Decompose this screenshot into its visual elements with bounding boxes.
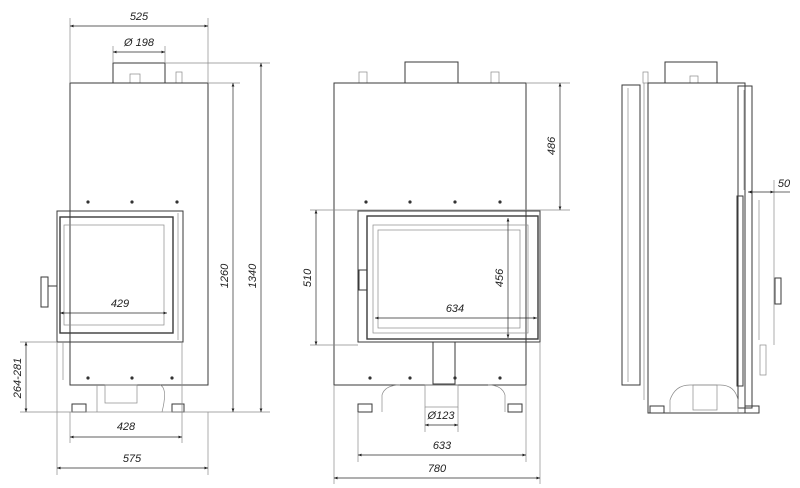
dim-base-width: 428 — [117, 421, 136, 433]
dim-total-width: 575 — [123, 453, 142, 465]
door-handle — [774, 277, 782, 305]
door-handle — [40, 276, 49, 308]
body-outline — [647, 82, 746, 414]
door-frame — [357, 210, 541, 343]
right-side-view: 50 — [621, 61, 791, 414]
dim-glass-width: 429 — [111, 298, 129, 310]
door-handle — [358, 269, 368, 291]
dim-upper-height: 486 — [546, 136, 558, 155]
dim-door-height: 510 — [302, 268, 314, 287]
dim-glass-width: 634 — [446, 303, 464, 315]
dim-total-width: 780 — [428, 463, 447, 475]
body-outline — [333, 82, 527, 386]
dim-glass-height: 456 — [494, 268, 506, 287]
air-inlet — [432, 341, 456, 385]
left-front-view: 525 Ø 198 1260 1340 429 264-281 428 575 — [12, 11, 270, 475]
dim-air-inlet-diameter: Ø123 — [427, 410, 456, 422]
dim-door-sill-height: 264-281 — [12, 358, 24, 399]
door-frame — [56, 210, 184, 343]
dim-flue-diameter: Ø 198 — [123, 37, 155, 49]
dim-offset: 50 — [778, 178, 791, 190]
flue-collar — [664, 61, 718, 84]
body-outline — [69, 82, 209, 386]
dim-body-height: 1260 — [219, 263, 231, 288]
dim-overall-width: 525 — [130, 11, 149, 23]
flue-collar — [404, 61, 459, 84]
dim-base-width: 633 — [433, 440, 452, 452]
center-front-view: 486 510 456 634 Ø123 633 780 — [302, 61, 570, 484]
flue-collar — [112, 62, 166, 84]
dim-total-height: 1340 — [247, 263, 259, 288]
